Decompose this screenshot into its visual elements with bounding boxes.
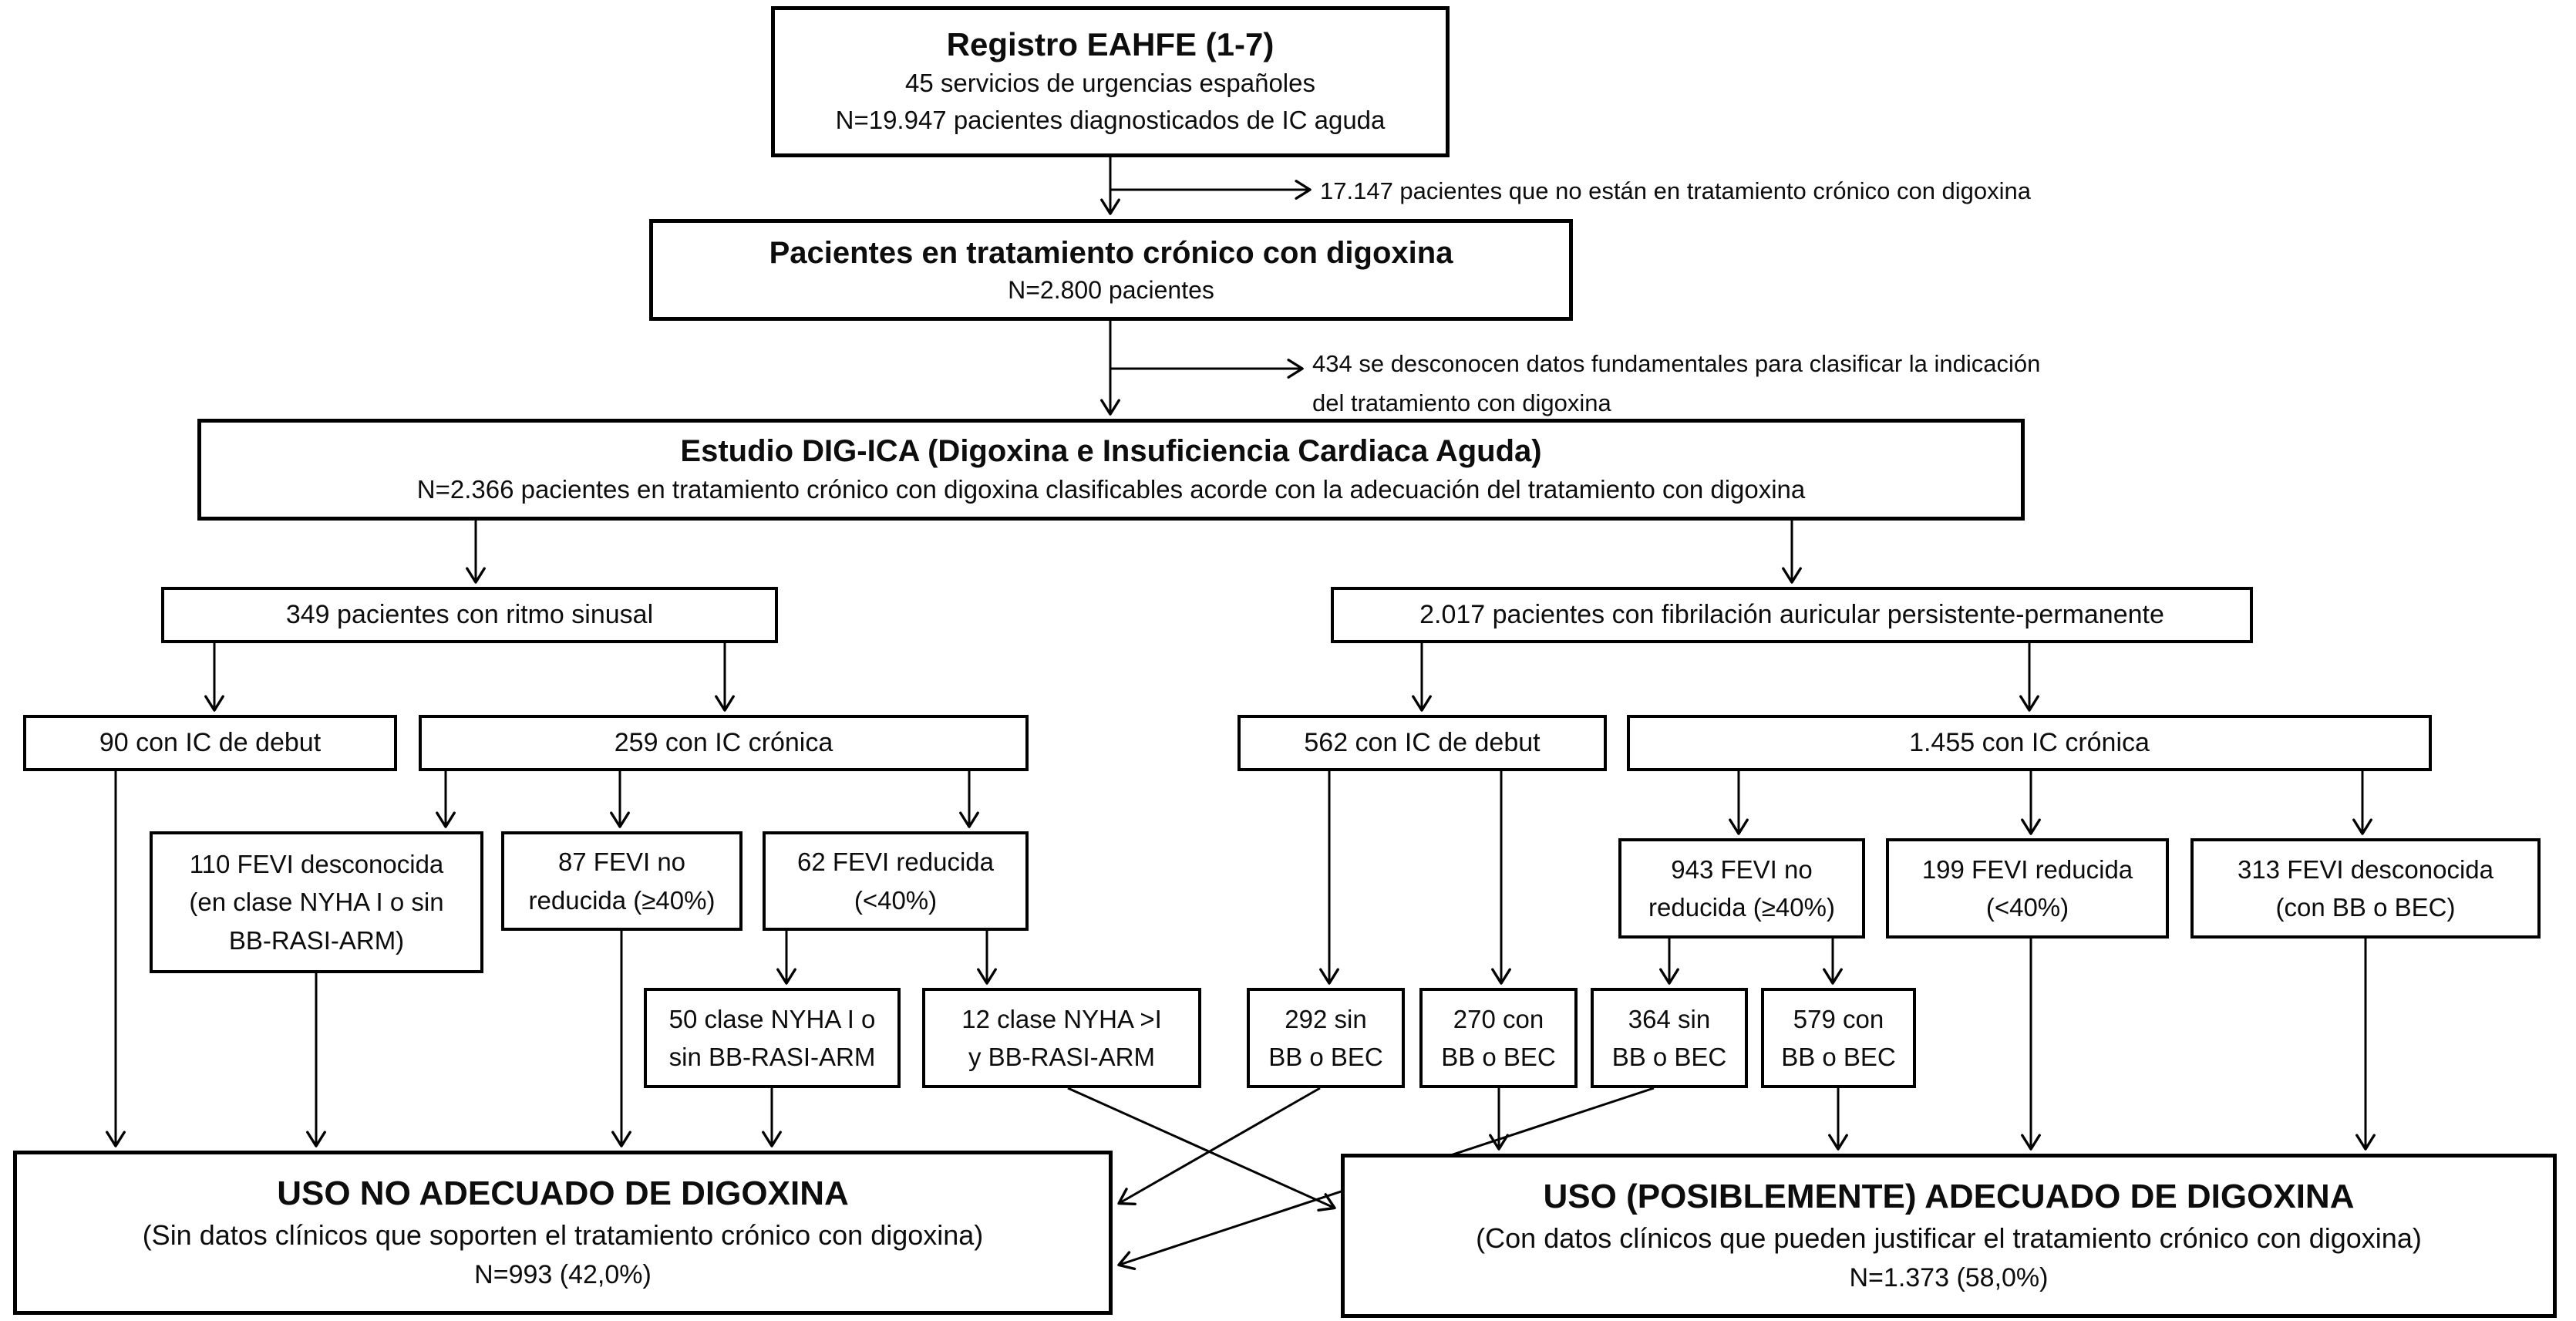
box-292-sin-bb-bec: 292 sin BB o BEC bbox=[1247, 988, 1405, 1088]
box-364-label: 364 sin BB o BEC bbox=[1611, 1004, 1727, 1072]
box-62-fevi-reducida: 62 FEVI reducida (<40%) bbox=[763, 831, 1029, 931]
box-estudio-line1: N=2.366 pacientes en tratamiento crónico… bbox=[416, 475, 1806, 504]
box-uso-no-adecuado: USO NO ADECUADO DE DIGOXINA (Sin datos c… bbox=[13, 1151, 1113, 1315]
box-tratamiento-title: Pacientes en tratamiento crónico con dig… bbox=[769, 235, 1453, 270]
box-90-label: 90 con IC de debut bbox=[99, 728, 322, 758]
box-259-ic-cronica: 259 con IC crónica bbox=[419, 715, 1029, 771]
box-292-label: 292 sin BB o BEC bbox=[1268, 1004, 1383, 1072]
box-1455-ic-cronica: 1.455 con IC crónica bbox=[1627, 715, 2432, 771]
box-uso-no-line1: (Sin datos clínicos que soporten el trat… bbox=[142, 1219, 984, 1252]
box-110-fevi-desconocida: 110 FEVI desconocida (en clase NYHA I o … bbox=[150, 831, 483, 973]
box-tratamiento-cronico: Pacientes en tratamiento crónico con dig… bbox=[649, 219, 1573, 321]
box-943-label: 943 FEVI no reducida (≥40%) bbox=[1648, 854, 1835, 922]
box-579-con-bb-bec: 579 con BB o BEC bbox=[1761, 988, 1916, 1088]
box-199-fevi-reducida: 199 FEVI reducida (<40%) bbox=[1886, 838, 2169, 939]
box-313-label: 313 FEVI desconocida (con BB o BEC) bbox=[2237, 854, 2494, 922]
box-50-label: 50 clase NYHA I o sin BB-RASI-ARM bbox=[668, 1004, 876, 1072]
box-registro-title: Registro EAHFE (1-7) bbox=[946, 25, 1275, 62]
box-12-nyha-gt-i: 12 clase NYHA >I y BB-RASI-ARM bbox=[922, 988, 1201, 1088]
box-tratamiento-line1: N=2.800 pacientes bbox=[1008, 275, 1214, 304]
box-ritmo-sinusal-label: 349 pacientes con ritmo sinusal bbox=[285, 600, 654, 630]
arrow-12-to-uso-si bbox=[1067, 1087, 1336, 1212]
box-uso-posiblemente-adecuado: USO (POSIBLEMENTE) ADECUADO DE DIGOXINA … bbox=[1341, 1154, 2557, 1318]
box-1455-label: 1.455 con IC crónica bbox=[1909, 728, 2150, 758]
box-199-label: 199 FEVI reducida (<40%) bbox=[1921, 854, 2133, 922]
box-562-label: 562 con IC de debut bbox=[1304, 728, 1541, 758]
box-estudio-dig-ica: Estudio DIG-ICA (Digoxina e Insuficienci… bbox=[197, 419, 2025, 521]
box-270-con-bb-bec: 270 con BB o BEC bbox=[1419, 988, 1578, 1088]
box-270-label: 270 con BB o BEC bbox=[1441, 1004, 1556, 1072]
box-62-label: 62 FEVI reducida (<40%) bbox=[797, 848, 994, 915]
note-excluded-no-digoxin: 17.147 pacientes que no están en tratami… bbox=[1320, 177, 2032, 204]
box-uso-no-title: USO NO ADECUADO DE DIGOXINA bbox=[277, 1174, 849, 1213]
box-estudio-title: Estudio DIG-ICA (Digoxina e Insuficienci… bbox=[680, 434, 1542, 469]
box-uso-si-title: USO (POSIBLEMENTE) ADECUADO DE DIGOXINA bbox=[1543, 1178, 2355, 1216]
box-ritmo-sinusal: 349 pacientes con ritmo sinusal bbox=[161, 587, 778, 643]
box-87-fevi-no-reducida: 87 FEVI no reducida (≥40%) bbox=[501, 831, 742, 931]
box-87-label: 87 FEVI no reducida (≥40%) bbox=[528, 848, 716, 915]
box-259-label: 259 con IC crónica bbox=[614, 728, 833, 758]
box-313-fevi-desconocida: 313 FEVI desconocida (con BB o BEC) bbox=[2190, 838, 2541, 939]
box-fibrilacion-auricular: 2.017 pacientes con fibrilación auricula… bbox=[1331, 587, 2253, 643]
box-110-label: 110 FEVI desconocida (en clase NYHA I o … bbox=[189, 849, 444, 955]
box-registro-line1: 45 servicios de urgencias españoles bbox=[905, 69, 1315, 98]
arrow-292-to-uso-no bbox=[1117, 1087, 1321, 1206]
box-12-label: 12 clase NYHA >I y BB-RASI-ARM bbox=[961, 1004, 1162, 1072]
box-uso-si-line1: (Con datos clínicos que pueden justifica… bbox=[1476, 1222, 2422, 1255]
box-943-fevi-no-reducida: 943 FEVI no reducida (≥40%) bbox=[1618, 838, 1865, 939]
box-uso-no-line2: N=993 (42,0%) bbox=[474, 1259, 652, 1289]
box-fibrilacion-label: 2.017 pacientes con fibrilación auricula… bbox=[1419, 600, 2164, 630]
box-562-ic-debut: 562 con IC de debut bbox=[1237, 715, 1607, 771]
box-registro-line2: N=19.947 pacientes diagnosticados de IC … bbox=[835, 106, 1386, 135]
note-excluded-unknown-data: 434 se desconocen datos fundamentales pa… bbox=[1312, 350, 2041, 417]
box-364-sin-bb-bec: 364 sin BB o BEC bbox=[1591, 988, 1748, 1088]
box-579-label: 579 con BB o BEC bbox=[1781, 1004, 1896, 1072]
box-90-ic-debut: 90 con IC de debut bbox=[23, 715, 397, 771]
box-50-nyha-i: 50 clase NYHA I o sin BB-RASI-ARM bbox=[644, 988, 901, 1088]
box-uso-si-line2: N=1.373 (58,0%) bbox=[1849, 1262, 2049, 1292]
box-registro-eahfe: Registro EAHFE (1-7) 45 servicios de urg… bbox=[771, 6, 1450, 157]
